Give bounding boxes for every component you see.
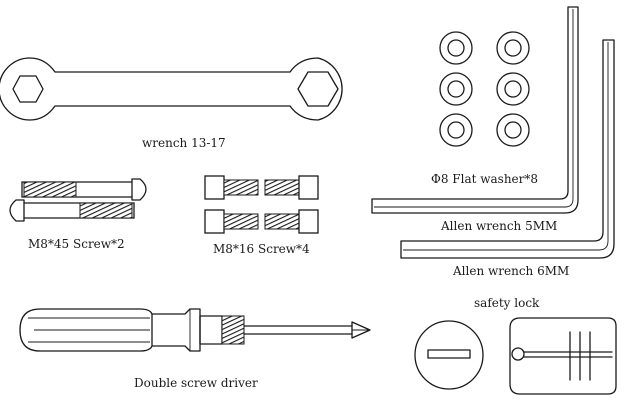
wrench-label: wrench 13-17	[142, 136, 226, 150]
allen-wrench-6mm-label: Allen wrench 6MM	[453, 264, 570, 278]
washers-drawing	[439, 31, 530, 147]
screws-m8x45-drawing	[9, 178, 147, 222]
screwdriver-drawing	[19, 308, 371, 352]
screw-m8x16-label: M8*16 Screw*4	[213, 242, 310, 256]
safety-lock-label: safety lock	[474, 296, 540, 310]
screwdriver-label: Double screw driver	[134, 376, 258, 390]
screws-m8x16-drawing	[204, 175, 319, 234]
screw-m8x45-label: M8*45 Screw*2	[28, 237, 125, 251]
safety-lock-drawing	[414, 317, 617, 395]
allen-wrench-6mm-drawing	[400, 39, 615, 259]
allen-wrench-5mm-label: Allen wrench 5MM	[441, 219, 558, 233]
washer-label: Φ8 Flat washer*8	[431, 172, 539, 186]
wrench-drawing	[0, 57, 343, 121]
allen-wrench-5mm-drawing	[371, 6, 579, 214]
